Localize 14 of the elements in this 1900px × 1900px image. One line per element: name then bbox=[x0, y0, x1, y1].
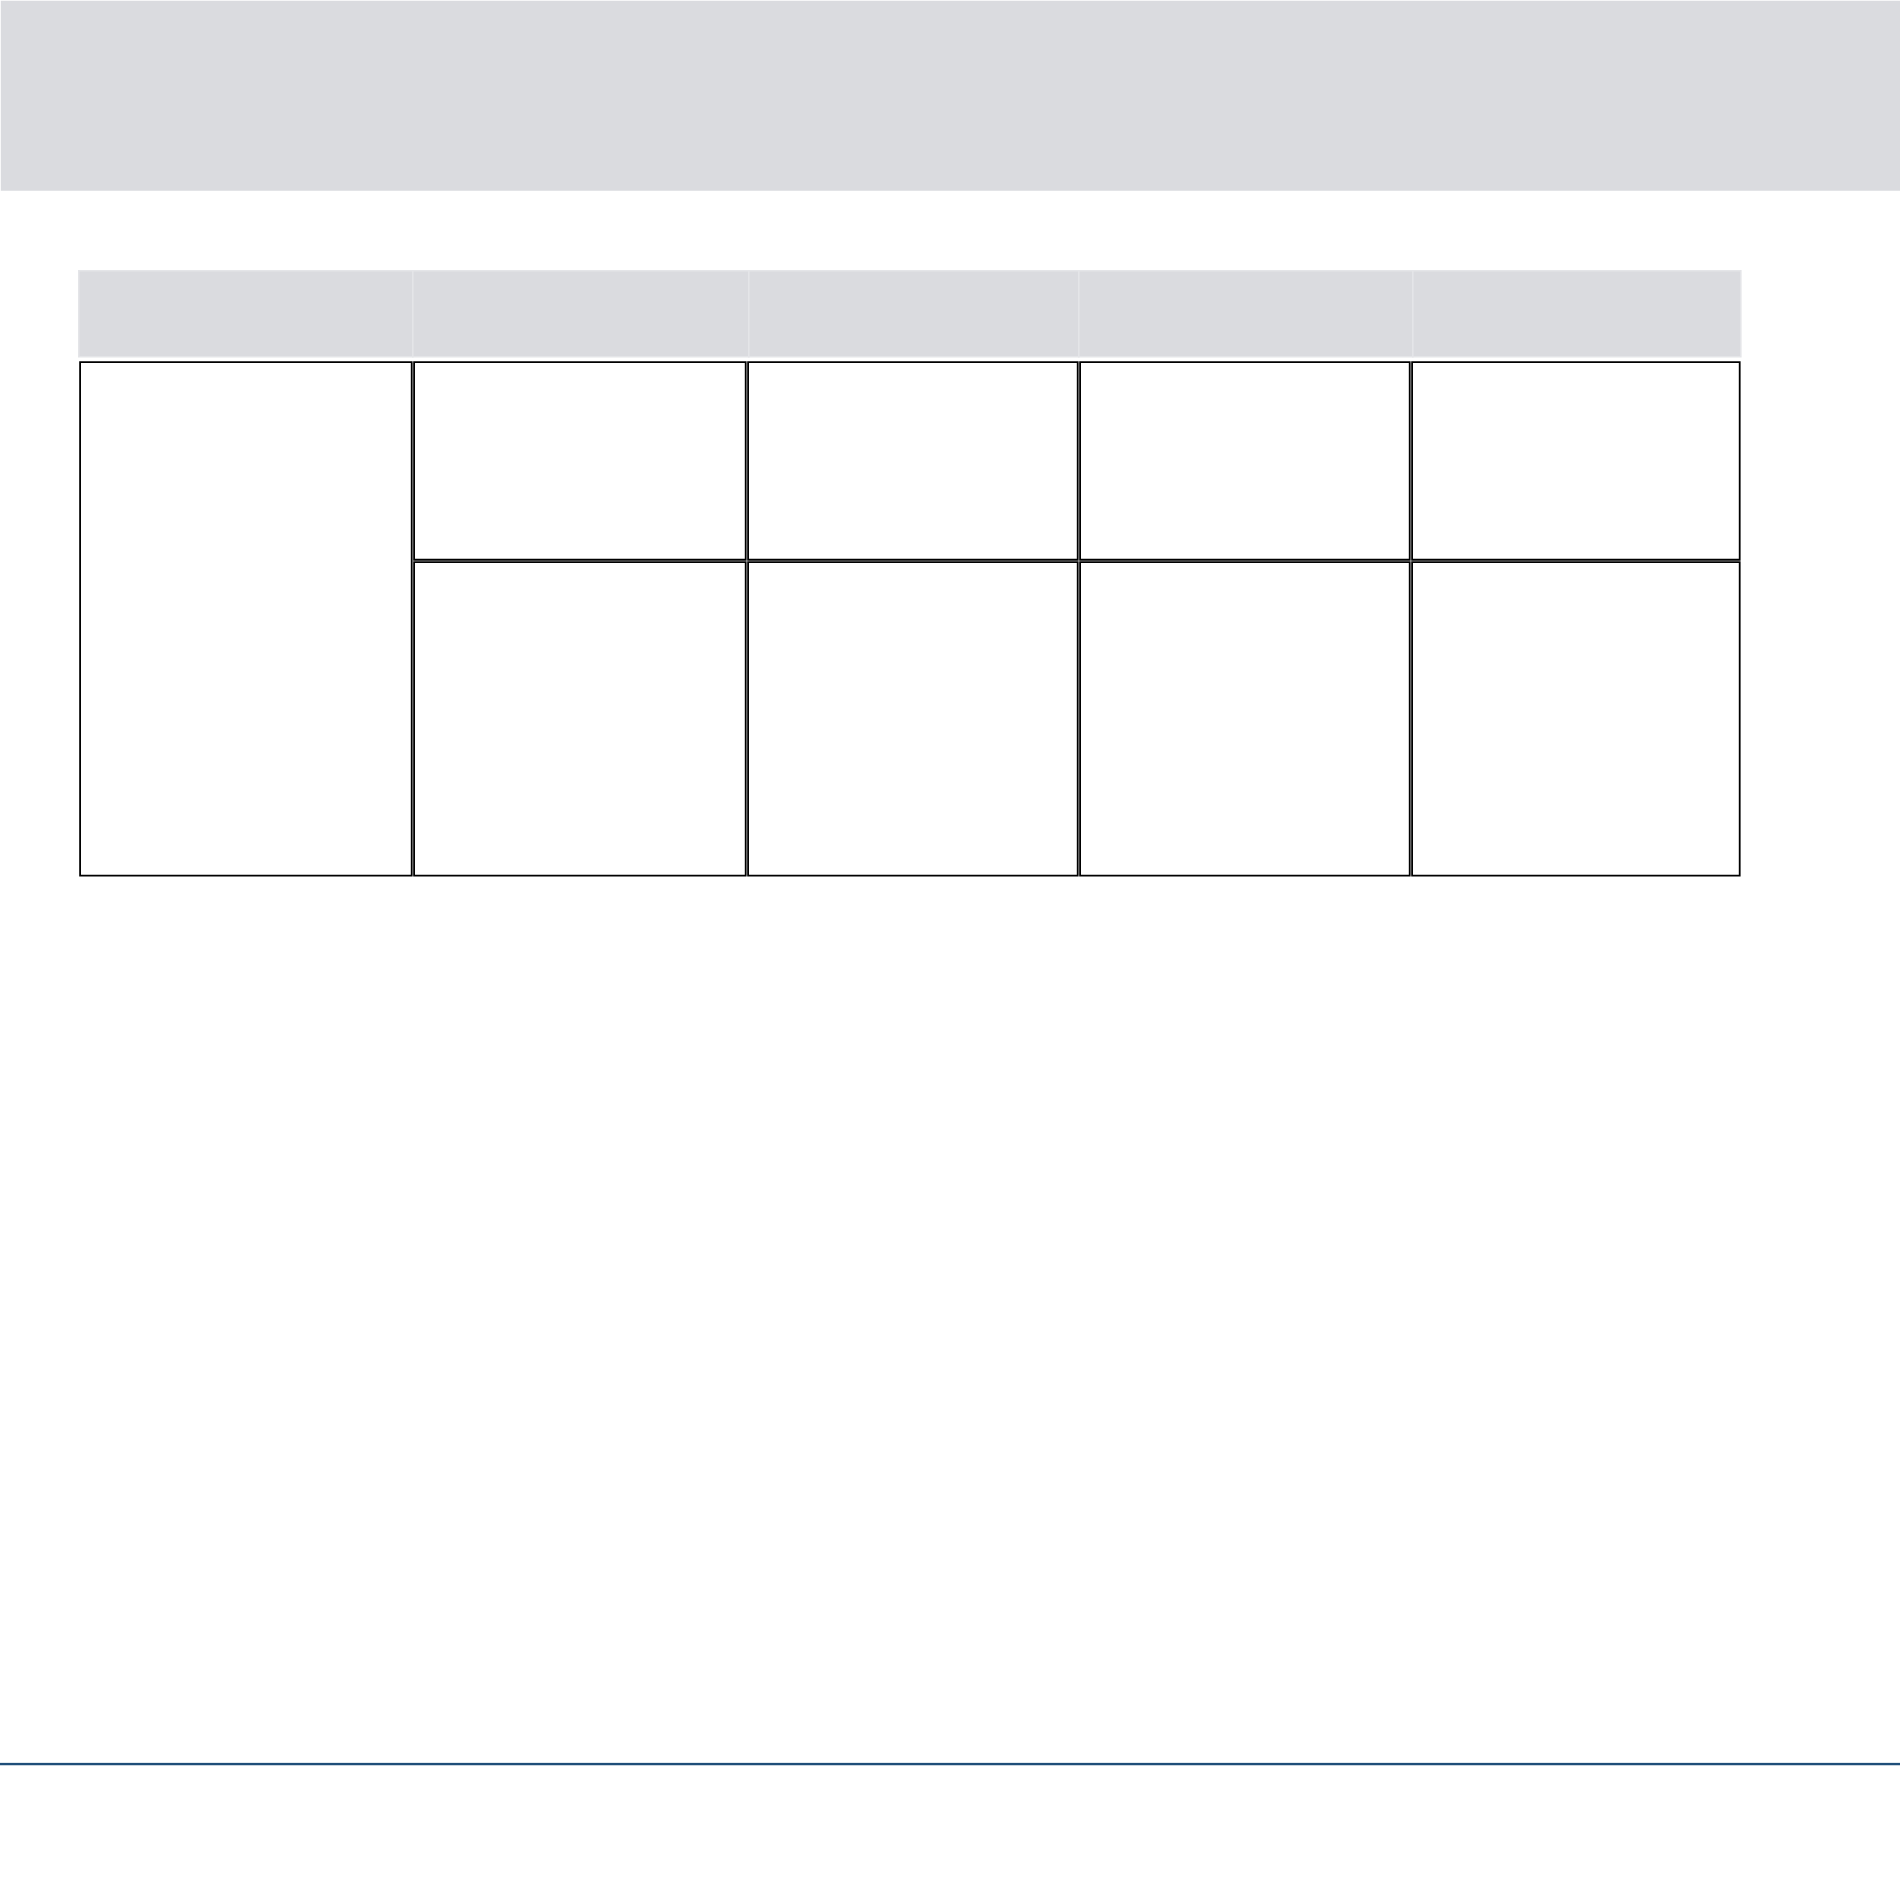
table-cell bbox=[747, 561, 1079, 877]
table-cell bbox=[1411, 561, 1741, 877]
table-cell bbox=[1079, 361, 1411, 561]
table-cell bbox=[1411, 361, 1741, 561]
table-header-cell bbox=[412, 270, 750, 358]
header-band bbox=[0, 0, 1900, 191]
table-header-cell bbox=[78, 270, 414, 358]
table-cell bbox=[747, 361, 1079, 561]
table-cell bbox=[413, 361, 747, 561]
table-header-cell bbox=[1412, 270, 1742, 358]
table-cell bbox=[413, 561, 747, 877]
table-header-cell bbox=[1078, 270, 1414, 358]
table-cell bbox=[1079, 561, 1411, 877]
table-header-cell bbox=[748, 270, 1080, 358]
